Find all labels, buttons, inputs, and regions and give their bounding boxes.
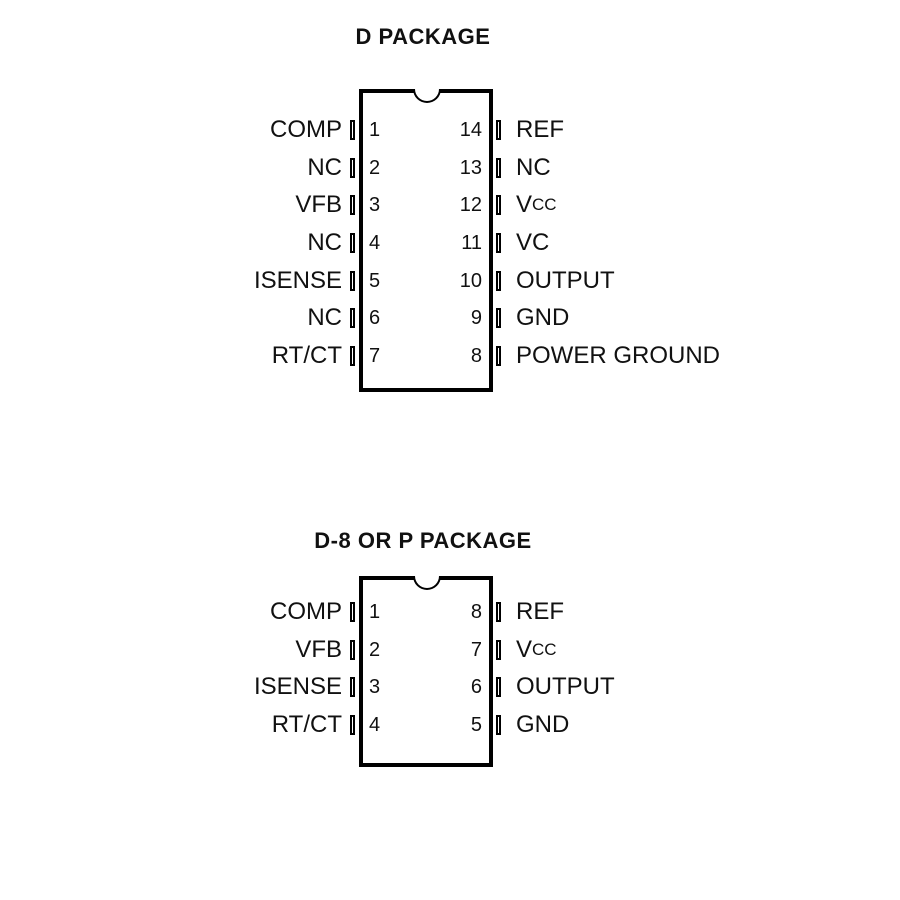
pin-row: NC 2 13 NC bbox=[0, 153, 900, 183]
pin-label-right-text: REF bbox=[516, 598, 564, 625]
pin-number-right: 6 bbox=[470, 676, 482, 698]
pin-label-subscript: CC bbox=[532, 195, 557, 214]
pin-row: RT/CT 4 5 GND bbox=[0, 710, 900, 740]
pin-number-left: 2 bbox=[369, 639, 381, 661]
package-title-d8-p: D-8 OR P PACKAGE bbox=[314, 528, 532, 553]
pin-row: COMP 1 8 REF bbox=[0, 597, 900, 627]
pin-lead-left bbox=[350, 308, 355, 328]
pin-label-right: OUTPUT bbox=[516, 672, 615, 702]
pin-label-right-text: GND bbox=[516, 304, 570, 331]
pin-number-right: 11 bbox=[461, 232, 482, 254]
pin-row: COMP 1 14 REF bbox=[0, 115, 900, 145]
pin-row: NC 4 11 VC bbox=[0, 228, 900, 258]
pin1-notch bbox=[413, 576, 441, 590]
pin-label-left: COMP bbox=[270, 116, 342, 143]
pin-lead-left bbox=[350, 120, 355, 140]
pin-number-right: 7 bbox=[470, 639, 482, 661]
pin-lead-right bbox=[496, 602, 501, 622]
pin-lead-left bbox=[350, 158, 355, 178]
pin-number-right: 5 bbox=[470, 714, 482, 736]
pin-number-left: 3 bbox=[369, 676, 381, 698]
chip-body-d bbox=[359, 89, 493, 392]
pin-label-right: NC bbox=[516, 153, 551, 183]
pin-number-left: 4 bbox=[369, 232, 381, 254]
pin-lead-left bbox=[350, 715, 355, 735]
pin-label-right-text: OUTPUT bbox=[516, 267, 615, 294]
pin-lead-right bbox=[496, 715, 501, 735]
pin-label-left: VFB bbox=[295, 636, 342, 663]
pin1-notch bbox=[413, 89, 441, 103]
pin-row: ISENSE 3 6 OUTPUT bbox=[0, 672, 900, 702]
pin-label-right-text: NC bbox=[516, 154, 551, 181]
pin-label-subscript: CC bbox=[532, 640, 557, 659]
pin-label-right-text: REF bbox=[516, 116, 564, 143]
pin-number-left: 5 bbox=[369, 270, 381, 292]
pin-lead-right bbox=[496, 640, 501, 660]
pin-number-left: 2 bbox=[369, 157, 381, 179]
pin-number-left: 3 bbox=[369, 194, 381, 216]
pin-label-right-text: OUTPUT bbox=[516, 673, 615, 700]
pin-lead-right bbox=[496, 677, 501, 697]
pin-number-right: 8 bbox=[470, 601, 482, 623]
pin-label-left: NC bbox=[307, 154, 342, 181]
package-title-d: D PACKAGE bbox=[355, 24, 491, 49]
pin-number-right: 14 bbox=[459, 119, 482, 141]
pin-label-right-text: GND bbox=[516, 711, 570, 738]
pin-label-left: ISENSE bbox=[253, 267, 342, 294]
pin-number-left: 1 bbox=[369, 119, 381, 141]
pin-number-left: 6 bbox=[369, 307, 381, 329]
pin-row: NC 6 9 GND bbox=[0, 303, 900, 333]
pin-lead-right bbox=[496, 308, 501, 328]
pin-number-right: 12 bbox=[459, 194, 482, 216]
pin-number-right: 9 bbox=[470, 307, 482, 329]
pin-label-right: GND bbox=[516, 303, 569, 333]
pin-label-right: POWER GROUND bbox=[516, 341, 720, 371]
pin-label-left: VFB bbox=[295, 191, 342, 218]
pin-label-left: NC bbox=[307, 304, 342, 331]
pin-lead-left bbox=[350, 271, 355, 291]
pin-number-left: 4 bbox=[369, 714, 381, 736]
pin-label-left: RT/CT bbox=[271, 342, 342, 369]
pin-label-right: OUTPUT bbox=[516, 266, 615, 296]
pin-lead-right bbox=[496, 195, 501, 215]
pin-label-left: ISENSE bbox=[253, 673, 342, 700]
pin-lead-right bbox=[496, 271, 501, 291]
pin-lead-left bbox=[350, 602, 355, 622]
pin-label-right: VC bbox=[516, 228, 549, 258]
pin-label-right: REF bbox=[516, 115, 564, 145]
pin-label-right-text: POWER GROUND bbox=[516, 342, 720, 369]
pin-row: ISENSE 5 10 OUTPUT bbox=[0, 266, 900, 296]
pin-label-right: GND bbox=[516, 710, 569, 740]
pin-lead-left bbox=[350, 677, 355, 697]
pin-label-right-text: V bbox=[516, 636, 533, 663]
pin-lead-left bbox=[350, 233, 355, 253]
pin-number-left: 1 bbox=[369, 601, 381, 623]
pin-row: RT/CT 7 8 POWER GROUND bbox=[0, 341, 900, 371]
pin-label-right-text: V bbox=[516, 191, 533, 218]
pin-number-right: 8 bbox=[470, 345, 482, 367]
pin-lead-left bbox=[350, 640, 355, 660]
pin-label-left: RT/CT bbox=[271, 711, 342, 738]
pin-label-left: NC bbox=[307, 229, 342, 256]
pin-lead-left bbox=[350, 346, 355, 366]
pin-number-right: 13 bbox=[459, 157, 482, 179]
pin-lead-right bbox=[496, 233, 501, 253]
pin-number-left: 7 bbox=[369, 345, 381, 367]
pin-lead-right bbox=[496, 346, 501, 366]
chip-body-d8-p bbox=[359, 576, 493, 767]
pin-number-right: 10 bbox=[459, 270, 482, 292]
pin-label-left: COMP bbox=[270, 598, 342, 625]
pin-lead-right bbox=[496, 120, 501, 140]
pin-lead-left bbox=[350, 195, 355, 215]
pin-lead-right bbox=[496, 158, 501, 178]
pin-label-right: REF bbox=[516, 597, 564, 627]
pin-label-right-text: VC bbox=[516, 229, 550, 256]
